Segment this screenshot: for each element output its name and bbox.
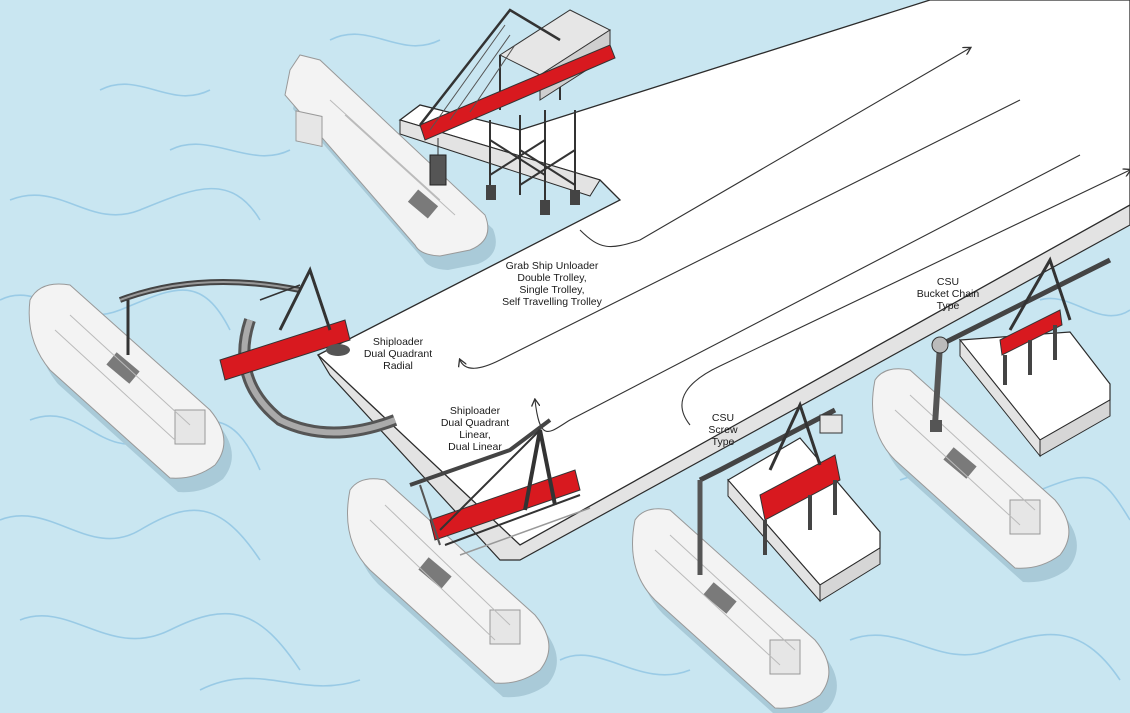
label-csu-bucket-chain: CSU Bucket Chain Type [902, 276, 994, 312]
label-shiploader-radial: Shiploader Dual Quadrant Radial [350, 336, 446, 372]
label-line: Grab Ship Unloader [505, 260, 599, 272]
label-line: Radial [383, 360, 413, 372]
label-line: Type [711, 436, 735, 448]
csu-bucket-chain-unloader [930, 256, 1112, 432]
label-line: Bucket Chain [916, 288, 980, 300]
label-line: Double Trolley, [517, 272, 587, 284]
traffic-arrows [460, 48, 1130, 432]
label-line: CSU [936, 276, 960, 288]
label-line: Dual Quadrant [363, 348, 433, 360]
ship-right [872, 368, 1077, 583]
right-jetty [958, 331, 1111, 458]
shiploader-radial [118, 266, 398, 439]
csu-screw-unloader [697, 400, 843, 575]
ship-bottom-left [347, 478, 557, 698]
label-line: Screw [708, 424, 738, 436]
label-line: CSU [711, 412, 735, 424]
label-line: Shiploader [449, 405, 501, 417]
label-grab-ship-unloader: Grab Ship Unloader Double Trolley, Singl… [482, 260, 622, 308]
ship-bottom-middle [632, 508, 837, 713]
label-line: Dual Linear [448, 441, 502, 453]
label-csu-screw: CSU Screw Type [693, 412, 753, 448]
grab-ship-unloader [419, 8, 616, 215]
label-line: Single Trolley, [519, 284, 585, 296]
middle-jetty [727, 437, 881, 603]
label-line: Dual Quadrant [440, 417, 510, 429]
label-line: Self Travelling Trolley [502, 296, 602, 308]
label-line: Linear, [459, 429, 491, 441]
shiploader-linear [409, 418, 591, 556]
label-line: Shiploader [372, 336, 424, 348]
ship-left [28, 283, 232, 493]
label-line: Type [936, 300, 960, 312]
ship-top [284, 54, 496, 270]
label-shiploader-linear: Shiploader Dual Quadrant Linear, Dual Li… [427, 405, 523, 453]
